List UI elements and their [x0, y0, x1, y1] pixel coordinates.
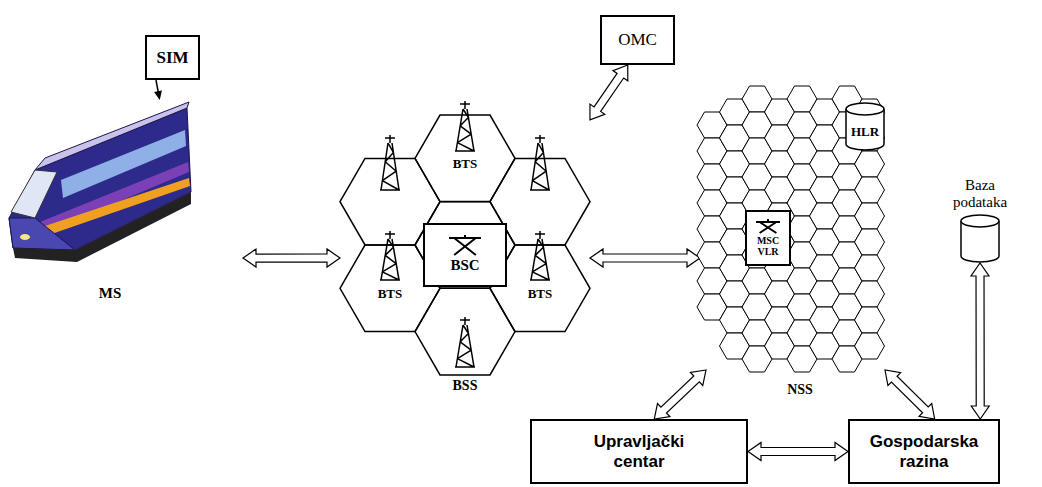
grid-cell: [855, 255, 885, 281]
block-arrow: [590, 65, 628, 120]
train-undercarriage: [13, 192, 191, 262]
node-label: BTS: [453, 157, 478, 172]
train-windshield: [11, 170, 57, 218]
node-label: MSC VLR: [757, 235, 779, 258]
node-label: SIM: [156, 48, 188, 68]
grid-cell: [855, 281, 885, 307]
block-arrow: [885, 370, 935, 419]
node-label: Upravljački centar: [594, 432, 685, 471]
part-label: Baza podataka: [953, 177, 1007, 212]
grid-cell: [855, 151, 885, 177]
grid-cell: [855, 333, 885, 359]
grid-cell: [855, 307, 885, 333]
train-nose: [9, 218, 75, 250]
node-label: BTS: [378, 287, 403, 302]
block-arrow: [748, 443, 848, 461]
connector: [885, 370, 935, 419]
connector-line: [156, 80, 158, 92]
part-label: BSS: [340, 378, 590, 394]
node-label: HLR: [851, 125, 879, 140]
database-cylinder: Baza podataka: [960, 215, 1000, 263]
cell-hexagon: [415, 288, 515, 375]
mobile-station-train: MS: [5, 100, 243, 265]
bsc-box: BSC: [423, 223, 507, 287]
antenna-switch-symbol: [754, 219, 782, 235]
antenna-switch-symbol: [447, 235, 483, 257]
antenna-tower: [455, 317, 475, 367]
bss-cell-cluster: BSSBTSBSCBTSBTS: [340, 95, 590, 378]
omc-box: OMC: [600, 15, 675, 65]
connector: [654, 370, 706, 419]
block-arrow: [654, 370, 706, 419]
node-label: BSC: [450, 257, 479, 274]
antenna-tower: [530, 135, 550, 190]
connector: [590, 249, 700, 267]
illustration: [5, 100, 243, 265]
connector: [748, 443, 848, 461]
part-label: MS: [5, 285, 215, 302]
train-body: [9, 108, 191, 250]
train-headlight: [20, 234, 30, 240]
connector: [243, 249, 340, 267]
block-arrow: [971, 263, 989, 419]
connector: [971, 263, 989, 419]
connector: [154, 80, 162, 100]
hexagon-outline: [490, 245, 590, 332]
cylinder-body: [961, 215, 999, 262]
business-level-box: Gospodarska razina: [848, 419, 1000, 484]
antenna-tower: [455, 101, 475, 151]
part-label: NSS: [700, 382, 900, 398]
connector: [590, 65, 628, 120]
cylinder-body: [846, 103, 884, 150]
arrowhead: [154, 90, 162, 100]
bts-hexagon: BTS: [415, 115, 515, 202]
sim-card-box: SIM: [145, 35, 200, 80]
node-label: Gospodarska razina: [870, 432, 979, 471]
switch-symbol-lines: [449, 235, 481, 255]
antenna-tower: [380, 231, 400, 280]
grid-cell: [855, 177, 885, 203]
switch-symbol-lines: [756, 219, 780, 233]
node-label: OMC: [618, 30, 657, 50]
block-arrow: [243, 249, 340, 267]
hexagon-outline: [415, 115, 515, 202]
cylinder-rim: [846, 109, 884, 115]
cell-hexagon: [415, 202, 515, 289]
control-center-box: Upravljački centar: [530, 419, 748, 484]
node-label: BTS: [528, 287, 553, 302]
node-outline: [960, 215, 1000, 263]
grid-cell: [855, 229, 885, 255]
cylinder-rim: [961, 221, 999, 227]
hlr-database: HLR: [845, 103, 885, 151]
grid-cell: [855, 203, 885, 229]
hexagon-outline: [340, 245, 440, 332]
block-arrow: [590, 249, 700, 267]
antenna-tower: [380, 135, 400, 190]
nss-cell-grid: NSSHLRMSC VLR: [700, 85, 900, 370]
antenna-tower: [530, 231, 550, 280]
msc-vlr-box: MSC VLR: [745, 210, 791, 266]
